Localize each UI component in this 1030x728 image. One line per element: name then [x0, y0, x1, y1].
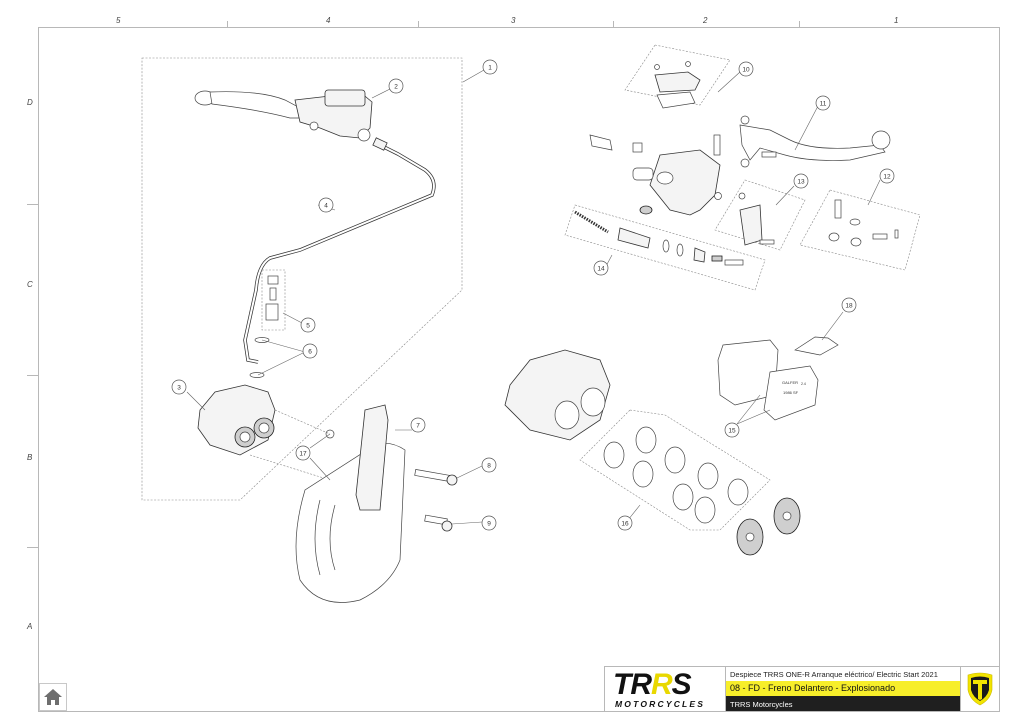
logo-subtext: MOTORCYCLES	[615, 699, 706, 709]
column-label: 5	[116, 16, 121, 25]
brake-pads-15: GALFER 1986 SF 2.4	[717, 339, 819, 421]
svg-text:18: 18	[845, 303, 853, 310]
svg-text:13: 13	[797, 179, 805, 186]
pad-text: 1986 SF	[783, 390, 799, 395]
logo-wordmark: TRRS	[613, 668, 692, 701]
callout-16: 16	[617, 515, 633, 531]
master-cylinder-body	[632, 149, 721, 216]
reservoir-cap-10	[654, 61, 701, 109]
svg-text:5: 5	[306, 323, 310, 330]
brake-caliper-right	[504, 349, 611, 441]
brake-hose-4	[243, 137, 436, 364]
bolt-8	[414, 469, 458, 486]
svg-text:15: 15	[728, 428, 736, 435]
svg-text:7: 7	[416, 423, 420, 430]
grid-tick	[799, 21, 800, 27]
hardware-outline-12	[799, 189, 921, 271]
column-label: 4	[326, 16, 331, 25]
piston-kit-outline-14	[564, 204, 766, 291]
callout-11: 11	[815, 95, 831, 111]
home-button[interactable]	[39, 683, 67, 711]
brake-lever-11	[739, 115, 891, 168]
grid-tick	[27, 547, 38, 548]
callout-9: 9	[481, 515, 497, 531]
bleeder-valve-5	[265, 275, 279, 321]
trrs-logo: TRRS MOTORCYCLES	[605, 667, 726, 711]
brake-switch	[589, 134, 643, 153]
callout-1: 1	[482, 59, 498, 75]
nut	[714, 192, 722, 200]
callout-4: 4	[318, 197, 334, 213]
company-name: TRRS Motorcycles	[726, 695, 960, 711]
pad-text: GALFER	[782, 380, 798, 385]
svg-text:14: 14	[597, 266, 605, 273]
grid-tick	[613, 21, 614, 27]
column-label: 1	[894, 16, 899, 25]
svg-text:3: 3	[177, 385, 181, 392]
callout-18: 18	[841, 297, 857, 313]
cap-plug	[639, 205, 653, 215]
row-label: D	[27, 98, 33, 107]
svg-text:1: 1	[488, 65, 492, 72]
bolt-9	[424, 514, 453, 532]
callout-5: 5	[300, 317, 316, 333]
disc-guard-7	[295, 404, 406, 603]
svg-text:12: 12	[883, 174, 891, 181]
title-block: TRRS MOTORCYCLES Despiece TRRS ONE-R Arr…	[604, 666, 1000, 712]
drawing-frame	[38, 27, 1000, 712]
section-title: 08 - FD - Freno Delantero - Explosionado	[726, 681, 960, 696]
svg-text:6: 6	[308, 349, 312, 356]
callout-3: 3	[171, 379, 187, 395]
svg-text:16: 16	[621, 521, 629, 528]
callout-14: 14	[593, 260, 609, 276]
home-icon	[44, 689, 62, 705]
grid-tick	[418, 21, 419, 27]
row-label: B	[27, 453, 33, 462]
reservoir-cap-outline-10	[624, 44, 731, 106]
callout-12: 12	[879, 168, 895, 184]
piston-kit-14	[574, 210, 744, 266]
grid-tick	[227, 21, 228, 27]
svg-text:17: 17	[299, 451, 307, 458]
callout-17: 17	[295, 445, 311, 461]
svg-text:11: 11	[820, 101, 827, 108]
seal-kit-16	[603, 426, 749, 524]
grid-tick	[27, 375, 38, 376]
svg-text:4: 4	[324, 203, 328, 210]
callout-2: 2	[388, 78, 404, 94]
piston-cap	[736, 518, 764, 556]
svg-text:2: 2	[394, 84, 398, 91]
master-cylinder-assembly-2	[194, 89, 373, 142]
pad-text: 2.4	[801, 382, 806, 386]
callout-6: 6	[302, 343, 318, 359]
callout-8: 8	[481, 457, 497, 473]
grid-tick	[27, 204, 38, 205]
trrs-shield-icon	[961, 667, 999, 711]
callout-13: 13	[793, 173, 809, 189]
hardware-12	[828, 199, 899, 247]
piston-cap	[773, 497, 801, 535]
callout-10: 10	[738, 61, 754, 77]
document-title: Despiece TRRS ONE-R Arranque eléctrico/ …	[726, 667, 960, 682]
clamp-outline-13	[714, 179, 806, 251]
row-label: C	[27, 280, 33, 289]
row-label: A	[27, 622, 33, 631]
svg-text:8: 8	[487, 463, 491, 470]
callout-15: 15	[724, 422, 740, 438]
callout-7: 7	[410, 417, 426, 433]
column-label: 3	[511, 16, 516, 25]
brake-caliper-3	[197, 384, 276, 456]
assembly-outline-1	[141, 57, 463, 501]
svg-text:10: 10	[742, 67, 750, 74]
seal-kit-outline-16	[579, 409, 771, 531]
svg-text:9: 9	[487, 521, 491, 528]
column-label: 2	[703, 16, 708, 25]
bleeder-outline-5	[261, 269, 286, 331]
pivot-bolt	[713, 134, 721, 156]
pad-spring-18	[794, 336, 839, 356]
clamp-13	[738, 192, 775, 246]
